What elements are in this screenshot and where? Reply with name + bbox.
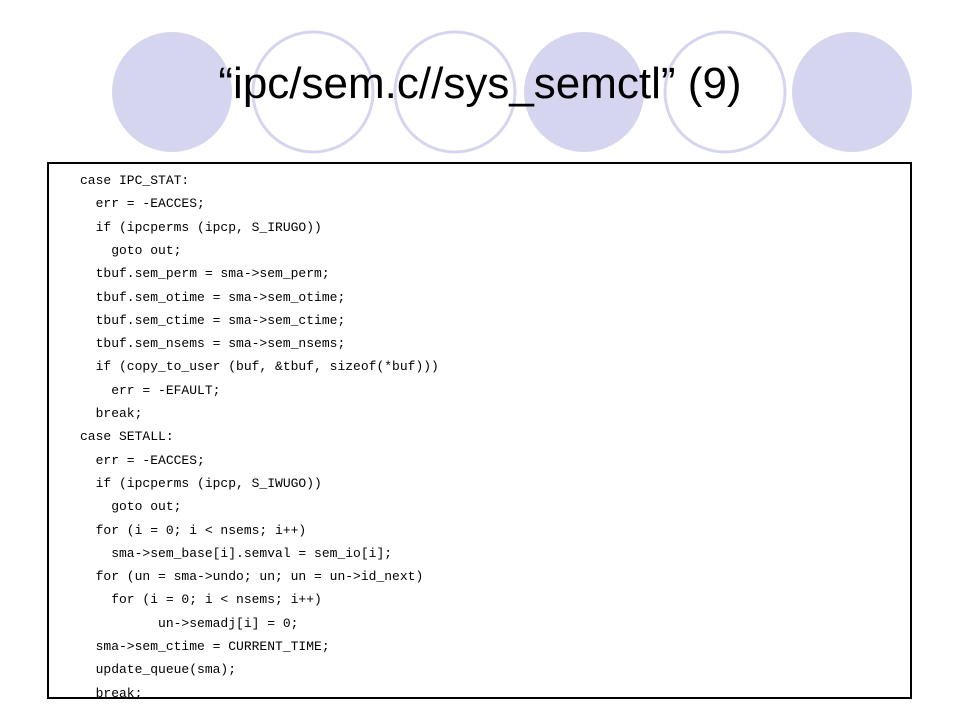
- code-line: update_queue(sma);: [80, 662, 237, 678]
- decorative-circles: [112, 30, 912, 154]
- code-line: sma->sem_ctime = CURRENT_TIME;: [80, 639, 330, 654]
- code-line: case IPC_STAT:: [80, 173, 190, 188]
- code-line: for (un = sma->undo; un; un = un->id_nex…: [80, 569, 424, 585]
- decor-circle-3: [393, 30, 517, 154]
- code-line: err = -EACCES;: [80, 452, 205, 468]
- code-line: for (i = 0; i < nsems; i++): [80, 592, 322, 608]
- code-line: tbuf.sem_perm = sma->sem_perm;: [80, 266, 330, 282]
- code-line: tbuf.sem_otime = sma->sem_otime;: [80, 289, 346, 305]
- code-line: for (i = 0; i < nsems; i++): [80, 522, 307, 538]
- code-line: sma->sem_base[i].semval = sem_io[i];: [80, 545, 393, 561]
- code-line: tbuf.sem_ctime = sma->sem_ctime;: [80, 312, 346, 328]
- code-line: case SETALL:: [80, 429, 174, 445]
- decor-circle-5: [663, 30, 787, 154]
- code-line: if (copy_to_user (buf, &tbuf, sizeof(*bu…: [80, 359, 439, 375]
- decor-circle-6: [792, 32, 912, 152]
- decor-circle-4: [524, 32, 644, 152]
- code-line: tbuf.sem_nsems = sma->sem_nsems;: [80, 336, 346, 352]
- code-line: goto out;: [80, 499, 182, 515]
- code-line: un->semadj[i] = 0;: [80, 615, 299, 631]
- code-line: break;: [80, 406, 143, 421]
- slide-title: “ipc/sem.c//sys_semctl” (9): [218, 59, 742, 108]
- code-line: err = -EFAULT;: [80, 382, 221, 398]
- decor-circle-1: [112, 32, 232, 152]
- code-line: if (ipcperms (ipcp, S_IRUGO)): [80, 219, 322, 235]
- code-line: if (ipcperms (ipcp, S_IWUGO)): [80, 475, 322, 491]
- code-box: case IPC_STAT: err = -EACCES; if (ipcper…: [47, 162, 912, 701]
- decor-circle-2: [251, 30, 375, 154]
- code-line: break;: [80, 685, 143, 701]
- code-line: err = -EACCES;: [80, 196, 205, 212]
- code-line: goto out;: [80, 242, 182, 258]
